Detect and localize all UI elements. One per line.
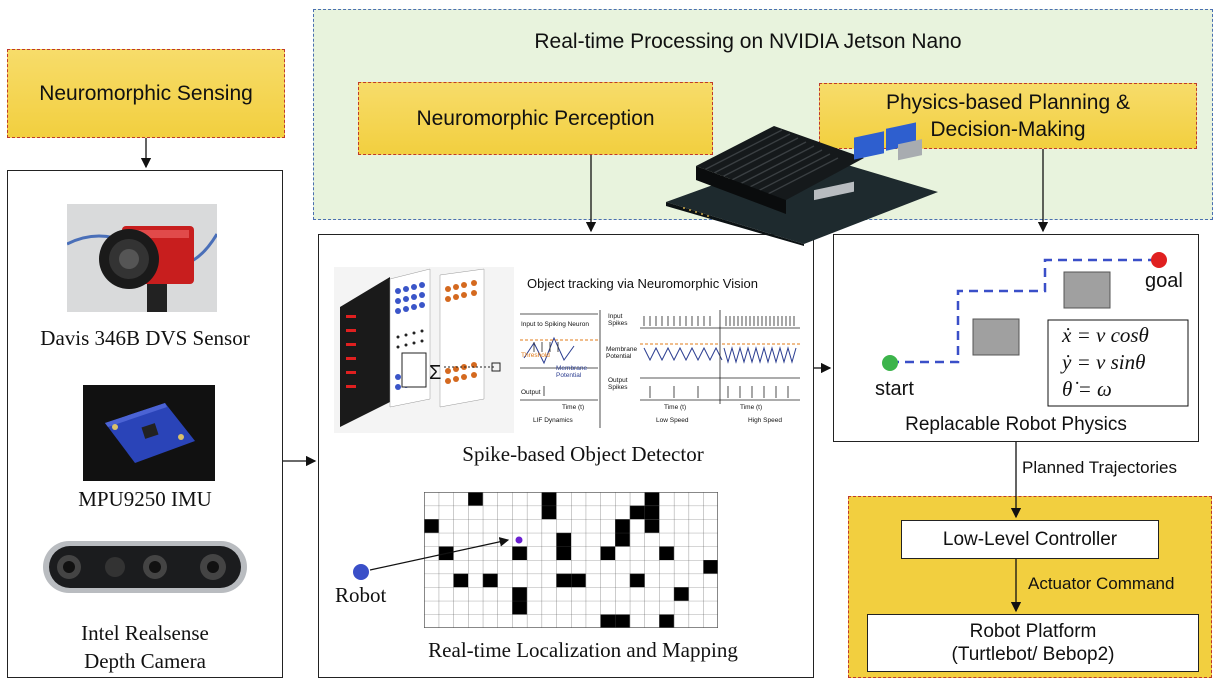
robot-platform-line2: (Turtlebot/ Bebop2) — [951, 644, 1115, 665]
svg-text:Σ: Σ — [429, 362, 441, 384]
inset-label-time: Time (t) — [562, 404, 585, 411]
start-label: start — [875, 378, 914, 400]
realsense-image — [43, 541, 247, 593]
inset-label-output-spikes: Output Spikes — [608, 377, 628, 391]
inset-label-threshold: Threshold — [521, 352, 550, 359]
imu-image — [83, 385, 215, 481]
equation-theta: θ̇ = ω — [1062, 377, 1112, 401]
inset-label-lif: LIF Dynamics — [533, 417, 573, 424]
sensor1-label: Davis 346B DVS Sensor — [40, 326, 250, 350]
spiking-network-illustration: Σ — [334, 267, 514, 433]
perception-header: Neuromorphic Perception — [358, 82, 713, 155]
inset-label-time3: Time (t) — [740, 404, 763, 411]
planning-header-line2: Decision-Making — [930, 118, 1086, 141]
inset-label-input-neuron: Input to Spiking Neuron — [521, 321, 589, 328]
inset-label-input-spikes: Input Spikes — [608, 313, 628, 327]
sensing-header-label: Neuromorphic Sensing — [39, 81, 253, 105]
dvs-camera-image — [67, 204, 217, 312]
sensing-header: Neuromorphic Sensing — [7, 49, 285, 138]
detector-caption: Spike-based Object Detector — [462, 442, 704, 466]
equation-x: ẋ = v cosθ — [1062, 323, 1149, 347]
planning-header-line1: Physics-based Planning & — [886, 91, 1130, 114]
perception-header-label: Neuromorphic Perception — [416, 106, 655, 130]
inset-label-output: Output — [521, 389, 541, 396]
inset-label-membrane: Membrane Potential — [556, 365, 588, 379]
goal-label: goal — [1145, 270, 1183, 292]
inset-label-low-speed: Low Speed — [656, 417, 689, 424]
inset-title: Object tracking via Neuromorphic Vision — [527, 276, 758, 291]
object-tracking-inset — [514, 268, 806, 430]
equation-y: ẏ = v sinθ — [1062, 350, 1146, 374]
sensor3-label: Intel Realsense Depth Camera — [7, 619, 283, 675]
low-level-controller-label: Low-Level Controller — [942, 528, 1118, 550]
mapping-caption: Real-time Localization and Mapping — [428, 638, 738, 662]
planned-trajectories-label: Planned Trajectories — [1022, 458, 1177, 477]
robot-arrow — [353, 537, 510, 580]
inset-label-high-speed: High Speed — [748, 417, 782, 424]
robot-platform-line1: Robot Platform — [969, 621, 1097, 642]
sensor3-label-line1: Intel Realsense — [81, 621, 209, 645]
actuator-command-label: Actuator Command — [1028, 574, 1175, 593]
low-level-controller: Low-Level Controller — [901, 520, 1159, 559]
sensor3-label-line2: Depth Camera — [84, 649, 206, 673]
robot-label: Robot — [335, 583, 387, 607]
physics-caption: Replacable Robot Physics — [905, 414, 1127, 435]
processing-title: Real-time Processing on NVIDIA Jetson Na… — [534, 30, 962, 53]
robot-platform: Robot Platform (Turtlebot/ Bebop2) — [867, 614, 1199, 672]
occupancy-grid — [424, 492, 718, 628]
sensor2-label: MPU9250 IMU — [78, 487, 212, 511]
jetson-nano-image — [666, 122, 938, 246]
inset-label-time2: Time (t) — [664, 404, 687, 411]
planning-diagram — [882, 252, 1189, 407]
inset-label-membrane2: Membrane Potential — [606, 346, 638, 360]
dynamics-equations: ẋ = v cosθ ẏ = v sinθ θ̇ = ω — [1062, 322, 1149, 403]
